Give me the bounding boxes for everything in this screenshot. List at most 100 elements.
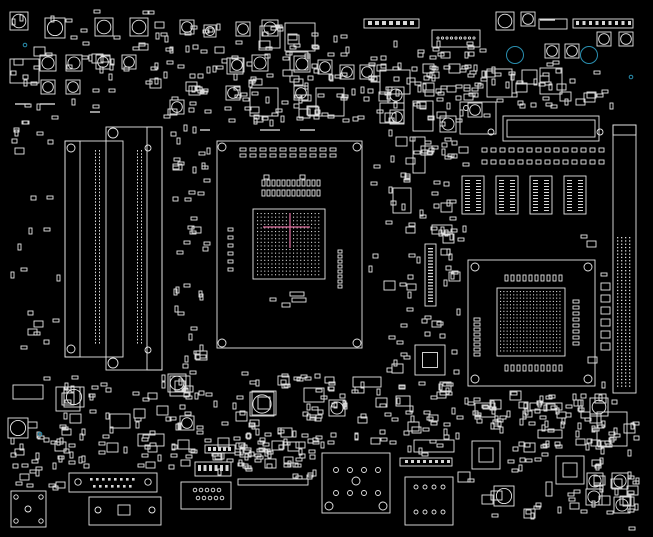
- passive-component: [199, 344, 204, 352]
- passive-component: [515, 82, 528, 93]
- passive-component: [481, 70, 486, 78]
- inductor-core: [96, 19, 112, 35]
- passive-component: [556, 83, 567, 91]
- regulator: [379, 69, 411, 95]
- passive-component: [199, 354, 207, 359]
- passive-component: [491, 78, 496, 86]
- inductor-core: [263, 21, 277, 35]
- inductor: [39, 54, 57, 72]
- passive-component: [522, 412, 527, 420]
- passive-component: [190, 25, 198, 30]
- passive-component: [241, 371, 249, 376]
- capacitor: [572, 335, 580, 340]
- capacitor: [552, 274, 557, 282]
- passive-component: [351, 88, 356, 96]
- passive-component: [519, 457, 526, 463]
- capacitor: [526, 147, 533, 153]
- passive-component: [240, 92, 248, 97]
- passive-component: [185, 395, 193, 400]
- inductor: [235, 21, 251, 37]
- passive-component: [533, 78, 538, 86]
- passive-component: [418, 447, 423, 455]
- passive-component: [267, 451, 272, 459]
- passive-component: [194, 392, 199, 400]
- passive-component: [436, 443, 444, 448]
- passive-component: [50, 440, 58, 445]
- mounting-hole: [144, 346, 152, 354]
- passive-component: [324, 376, 335, 384]
- inductor: [9, 11, 29, 31]
- passive-component: [182, 363, 189, 369]
- gpu-package: [496, 287, 566, 357]
- passive-component: [370, 75, 381, 83]
- passive-component: [555, 68, 562, 74]
- inductor: [389, 109, 405, 125]
- resistor: [600, 282, 611, 291]
- passive-component: [341, 94, 349, 99]
- passive-component: [292, 430, 297, 438]
- memory-chip: [495, 175, 519, 215]
- passive-component: [256, 448, 264, 453]
- passive-component: [416, 256, 421, 264]
- passive-component: [232, 402, 237, 410]
- passive-component: [248, 79, 256, 84]
- passive-component: [372, 253, 379, 259]
- passive-component: [601, 420, 606, 428]
- passive-component: [263, 448, 271, 453]
- passive-component: [431, 191, 439, 196]
- passive-component: [530, 102, 537, 108]
- inductor-core: [566, 45, 578, 57]
- inductor: [339, 64, 355, 80]
- passive-component: [568, 497, 576, 502]
- capacitor: [473, 352, 481, 357]
- fiducial-marker: [580, 46, 598, 64]
- passive-component: [281, 384, 289, 389]
- mounting-hole: [351, 476, 361, 486]
- passive-component: [606, 510, 614, 515]
- inductor: [289, 51, 309, 71]
- passive-component: [414, 81, 422, 86]
- passive-component: [575, 430, 580, 438]
- inductor-core: [319, 61, 331, 73]
- passive-component: [190, 449, 198, 454]
- capacitor: [266, 189, 271, 197]
- passive-component: [580, 234, 588, 239]
- passive-component: [163, 71, 168, 79]
- inductor-core: [181, 417, 193, 429]
- passive-component: [340, 34, 348, 39]
- capacitor: [589, 159, 596, 165]
- mounting-hole: [13, 494, 19, 500]
- passive-component: [277, 26, 284, 32]
- passive-component: [405, 157, 416, 165]
- mounting-hole: [94, 506, 102, 514]
- passive-component: [462, 225, 467, 233]
- passive-component: [427, 116, 435, 121]
- connector: [194, 461, 232, 477]
- ic-package: [459, 101, 497, 135]
- passive-component: [314, 417, 322, 422]
- passive-component: [388, 129, 393, 137]
- passive-component: [71, 98, 76, 106]
- passive-component: [256, 455, 264, 460]
- passive-component: [578, 405, 583, 413]
- passive-component: [554, 441, 561, 447]
- passive-component: [54, 441, 67, 452]
- inductor: [596, 31, 612, 47]
- passive-component: [398, 384, 406, 389]
- capacitor: [329, 153, 337, 158]
- passive-component: [591, 500, 596, 508]
- capacitor: [289, 147, 297, 152]
- passive-component: [405, 410, 413, 415]
- capacitor: [522, 364, 527, 372]
- capacitor: [261, 179, 266, 187]
- passive-component: [317, 409, 324, 415]
- passive-component: [271, 440, 284, 451]
- passive-component: [185, 45, 190, 53]
- passive-component: [164, 35, 169, 43]
- passive-component: [52, 318, 60, 323]
- passive-component: [277, 375, 290, 386]
- passive-component: [522, 410, 533, 418]
- inductor-core: [42, 81, 54, 93]
- passive-component: [193, 350, 201, 355]
